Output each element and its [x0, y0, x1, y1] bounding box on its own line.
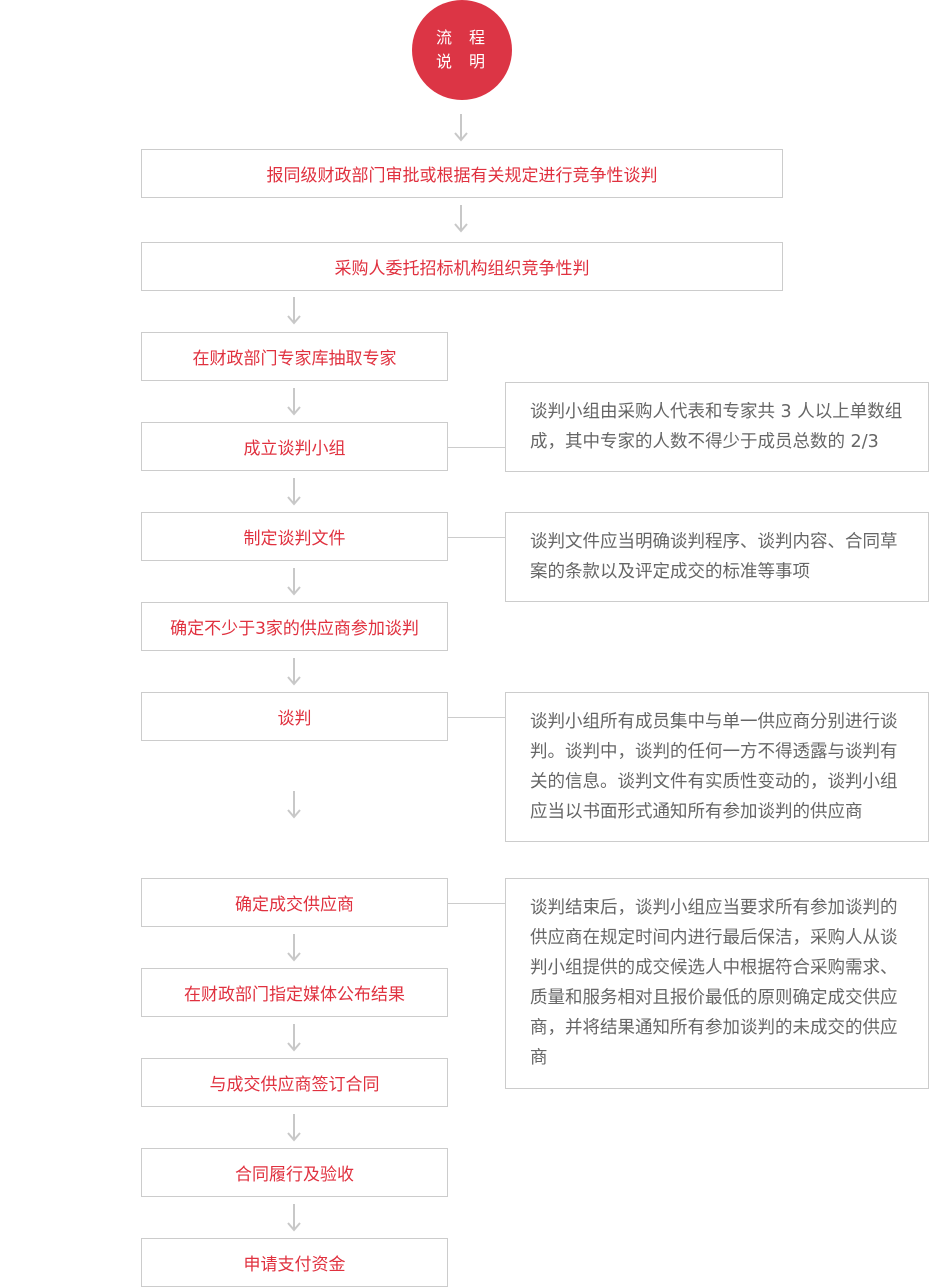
- down-arrow-icon: [287, 791, 301, 819]
- down-arrow-icon: [287, 934, 301, 962]
- down-arrow-icon: [454, 114, 468, 142]
- connector-line: [447, 903, 505, 904]
- badge-line-2: 说 明: [435, 52, 492, 71]
- note-document-contents: 谈判文件应当明确谈判程序、谈判内容、合同草案的条款以及评定成交的标准等事项: [505, 512, 929, 602]
- connector-line: [447, 717, 505, 718]
- step-negotiation: 谈判: [141, 692, 448, 741]
- down-arrow-icon: [287, 297, 301, 325]
- step-perform-accept: 合同履行及验收: [141, 1148, 448, 1197]
- connector-line: [447, 447, 505, 448]
- down-arrow-icon: [287, 658, 301, 686]
- step-request-payment: 申请支付资金: [141, 1238, 448, 1287]
- down-arrow-icon: [287, 478, 301, 506]
- note-final-determination: 谈判结束后，谈判小组应当要求所有参加谈判的供应商在规定时间内进行最后保洁，采购人…: [505, 878, 929, 1089]
- down-arrow-icon: [287, 1204, 301, 1232]
- badge-line-1: 流 程: [435, 28, 492, 47]
- step-publish-results: 在财政部门指定媒体公布结果: [141, 968, 448, 1017]
- step-form-panel: 成立谈判小组: [141, 422, 448, 471]
- down-arrow-icon: [287, 1024, 301, 1052]
- down-arrow-icon: [454, 205, 468, 233]
- note-negotiation-rules: 谈判小组所有成员集中与单一供应商分别进行谈判。谈判中，谈判的任何一方不得透露与谈…: [505, 692, 929, 842]
- step-select-experts: 在财政部门专家库抽取专家: [141, 332, 448, 381]
- step-entrust-agency: 采购人委托招标机构组织竞争性判: [141, 242, 783, 291]
- step-sign-contract: 与成交供应商签订合同: [141, 1058, 448, 1107]
- down-arrow-icon: [287, 388, 301, 416]
- step-prepare-documents: 制定谈判文件: [141, 512, 448, 561]
- down-arrow-icon: [287, 568, 301, 596]
- step-choose-suppliers: 确定不少于3家的供应商参加谈判: [141, 602, 448, 651]
- process-description-badge: 流 程 说 明: [412, 0, 512, 100]
- step-approval: 报同级财政部门审批或根据有关规定进行竞争性谈判: [141, 149, 783, 198]
- step-determine-supplier: 确定成交供应商: [141, 878, 448, 927]
- connector-line: [447, 537, 505, 538]
- down-arrow-icon: [287, 1114, 301, 1142]
- note-panel-composition: 谈判小组由采购人代表和专家共 3 人以上单数组成，其中专家的人数不得少于成员总数…: [505, 382, 929, 472]
